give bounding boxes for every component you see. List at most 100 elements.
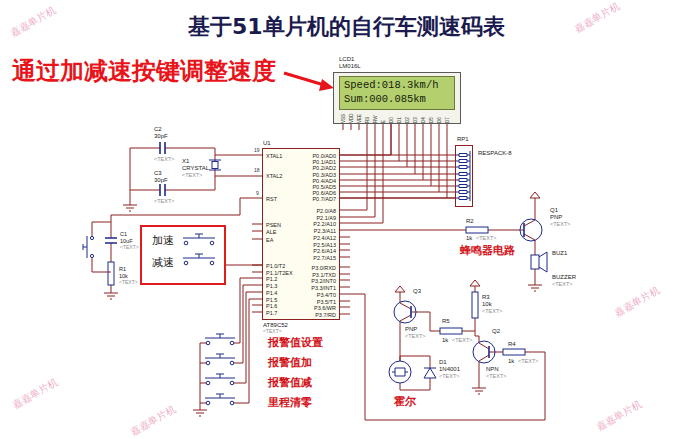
- switch-contact: [206, 341, 210, 345]
- watermark: 嘉嘉单片机: [10, 376, 59, 411]
- pin-name: P1.4: [266, 290, 277, 296]
- pin-name: P0.2/AD2: [312, 165, 336, 171]
- ground-symbol: [123, 205, 137, 211]
- part-name: D1: [439, 359, 447, 366]
- pin-number: 19: [254, 148, 260, 154]
- pin-name: P1.7: [266, 310, 277, 316]
- part-name: Q3: [413, 288, 421, 295]
- wire-connector: [340, 124, 391, 155]
- pin-name: P3.2/INT0: [311, 278, 336, 284]
- motor-symbol: [389, 361, 411, 383]
- pin-name: D2: [405, 117, 410, 123]
- placeholder-text: <TEXT>: [439, 373, 459, 379]
- wire-connector: [340, 198, 455, 199]
- pin-name: D3: [413, 117, 418, 123]
- watermark: 嘉嘉单片机: [612, 284, 661, 319]
- placeholder-text: <TEXT>: [154, 198, 174, 204]
- placeholder-text: <TEXT>: [182, 172, 202, 178]
- pin-name: P2.6/A14: [313, 248, 336, 254]
- part-name: C3: [154, 170, 162, 177]
- motor-symbol: [392, 368, 408, 376]
- vcc-symbol: [530, 192, 540, 198]
- capacitor-symbol: [105, 238, 117, 243]
- part-value: 1N4001: [439, 366, 460, 373]
- pin-name: P1.5: [266, 297, 277, 303]
- pushbutton-symbol: [205, 334, 235, 398]
- ground-symbol: [104, 293, 118, 299]
- pushbutton-symbol: [83, 236, 87, 258]
- pin-name: P0.3/AD3: [312, 172, 336, 178]
- switch-contact: [90, 236, 93, 239]
- part-name: Q1: [550, 207, 558, 214]
- callout-arrowhead: [319, 79, 334, 91]
- mcu-chip: U1XTAL1XTAL2RSTPSENALEEAP1.0/T2P1.1/T2EX…: [262, 148, 340, 320]
- button-label: 报警值减: [268, 377, 312, 390]
- diagram-title: 基于51单片机的自行车测速码表: [188, 14, 505, 39]
- part-name: R5: [442, 318, 450, 325]
- pin-name: P2.2/A10: [313, 221, 336, 227]
- pin-name: ALE: [266, 229, 276, 235]
- pin-name: P0.4/AD4: [312, 178, 336, 184]
- pin-name: D0: [389, 117, 394, 123]
- ground-symbol: [528, 285, 542, 291]
- placeholder-text: <TEXT>: [550, 221, 570, 227]
- pin-name: P0.0/AD0: [312, 153, 336, 159]
- pin-name: RW: [373, 116, 378, 123]
- pin-name: EA: [266, 237, 273, 243]
- pin-name: P1.1/T2EX: [266, 270, 293, 276]
- callout-text: 通过加减速按键调整速度: [12, 58, 276, 86]
- part-value: LM016L: [339, 63, 361, 70]
- transistor-symbol: [394, 301, 416, 323]
- part-value: 10k: [119, 273, 128, 279]
- circuit-note: 蜂鸣器电路: [460, 245, 515, 258]
- resistor-pack: RP1RESPACK-8: [455, 145, 473, 207]
- placeholder-text: <TEXT>: [119, 280, 138, 286]
- watermark: 嘉嘉单片机: [594, 398, 643, 433]
- capacitor-symbol: [160, 142, 165, 196]
- button-label: 报警值设置: [268, 337, 323, 350]
- part-value: PNP: [550, 214, 562, 221]
- placeholder-text: <TEXT>: [482, 308, 502, 314]
- lcd-data-wiring: [391, 130, 447, 198]
- pin-stubs: [252, 224, 262, 312]
- crystal-wiring: [130, 148, 262, 205]
- pin-name: VDD: [349, 113, 354, 123]
- pin-name: P2.1/A9: [316, 215, 336, 221]
- pin-name: P1.6: [266, 303, 277, 309]
- part-name: U1: [263, 140, 271, 147]
- part-name: R2: [466, 218, 474, 225]
- pin-stubs: [340, 155, 350, 314]
- button-label: 加速: [152, 235, 174, 248]
- pin-name: P2.7/A15: [313, 255, 336, 261]
- resistor-pack-internals: [459, 154, 467, 200]
- part-name: BUZ1: [552, 250, 567, 257]
- part-value: NPN: [486, 366, 499, 373]
- pin-name: P3.6/WR: [314, 305, 336, 311]
- pin-name: P3.7/RD: [315, 312, 336, 318]
- buzzer-symbol: [531, 255, 539, 269]
- watermark: 嘉嘉单片机: [572, 0, 621, 35]
- pin-name: E: [381, 120, 386, 123]
- part-value: 1k: [508, 358, 514, 365]
- pin-name: P2.5/A13: [313, 242, 336, 248]
- pin-number: 9: [256, 191, 259, 197]
- placeholder-text: <TEXT>: [452, 337, 472, 343]
- pin-name: P0.7/AD7: [312, 196, 336, 202]
- part-name: RP1: [457, 136, 469, 143]
- transistor-symbol: [520, 219, 542, 241]
- switch-contact: [230, 361, 234, 365]
- part-value: 10uF: [120, 238, 133, 244]
- pin-name: P1.3: [266, 283, 277, 289]
- transistor-symbol: [410, 306, 412, 318]
- switch-contact: [206, 381, 210, 385]
- crystal-symbol: [212, 162, 218, 169]
- button-label: 里程清零: [268, 397, 312, 410]
- pin-name: XTAL2: [266, 173, 282, 179]
- callout-arrow: [284, 73, 324, 85]
- switch-contact: [230, 341, 234, 345]
- switch-contact: [206, 361, 210, 365]
- watermark: 嘉嘉单片机: [8, 4, 57, 39]
- pin-name: P1.2: [266, 276, 277, 282]
- pin-name: P2.0/A8: [316, 208, 336, 214]
- placeholder-text: <TEXT>: [476, 235, 496, 241]
